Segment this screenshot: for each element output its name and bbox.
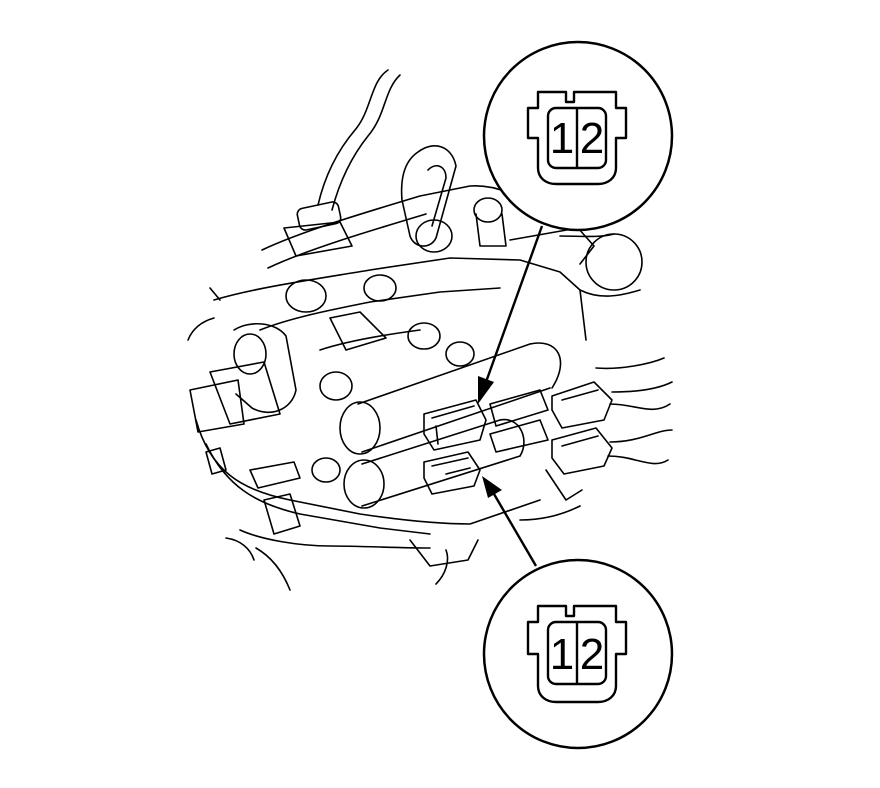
- bottom-connector-face: [526, 604, 628, 704]
- top-pin-2-label: 2: [580, 114, 604, 163]
- top-pin-1-label: 1: [550, 114, 574, 163]
- bottom-callout: 1 2: [482, 558, 674, 750]
- bottom-pointer-arrow: [482, 476, 538, 567]
- bottom-pin-2-label: 2: [580, 630, 604, 679]
- bottom-pin-1-label: 1: [550, 630, 574, 679]
- top-callout: 1 2: [482, 40, 674, 232]
- top-connector-face: [526, 90, 628, 186]
- top-pointer-arrow: [478, 225, 544, 404]
